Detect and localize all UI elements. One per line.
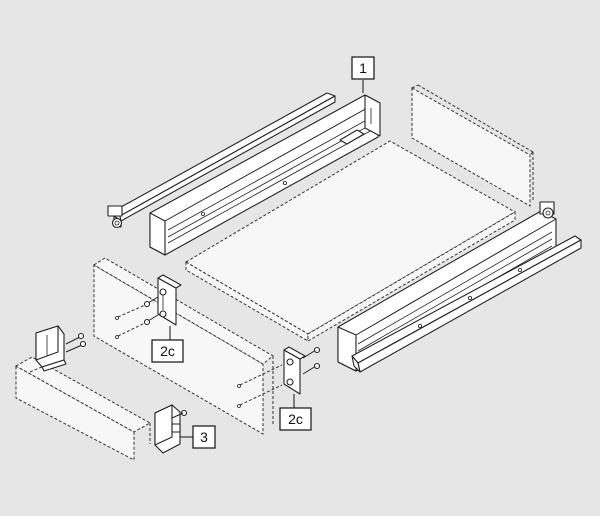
drawer-runner-right [337,201,582,373]
drawer-front-panel [14,356,152,461]
callout-2c-left: 2c [151,339,184,363]
callout-3: 3 [192,425,216,449]
drawer-bottom-panel [185,140,516,342]
callout-3-text: 3 [200,429,208,445]
callout-2c-right-text: 2c [288,411,303,427]
screw-set-right [237,346,321,408]
callout-1: 1 [351,56,375,80]
front-bracket-left [157,274,182,326]
front-bracket-right [283,346,306,395]
screw-set-left [115,296,159,339]
front-clip-left [35,325,67,372]
front-clip-3 [154,404,188,454]
drawer-runner-left [107,92,381,256]
callout-2c-left-text: 2c [160,343,175,359]
callout-2c-right: 2c [279,407,312,431]
drawer-back-panel [411,84,534,207]
screw-set-front [29,332,87,373]
callout-1-text: 1 [359,60,367,76]
